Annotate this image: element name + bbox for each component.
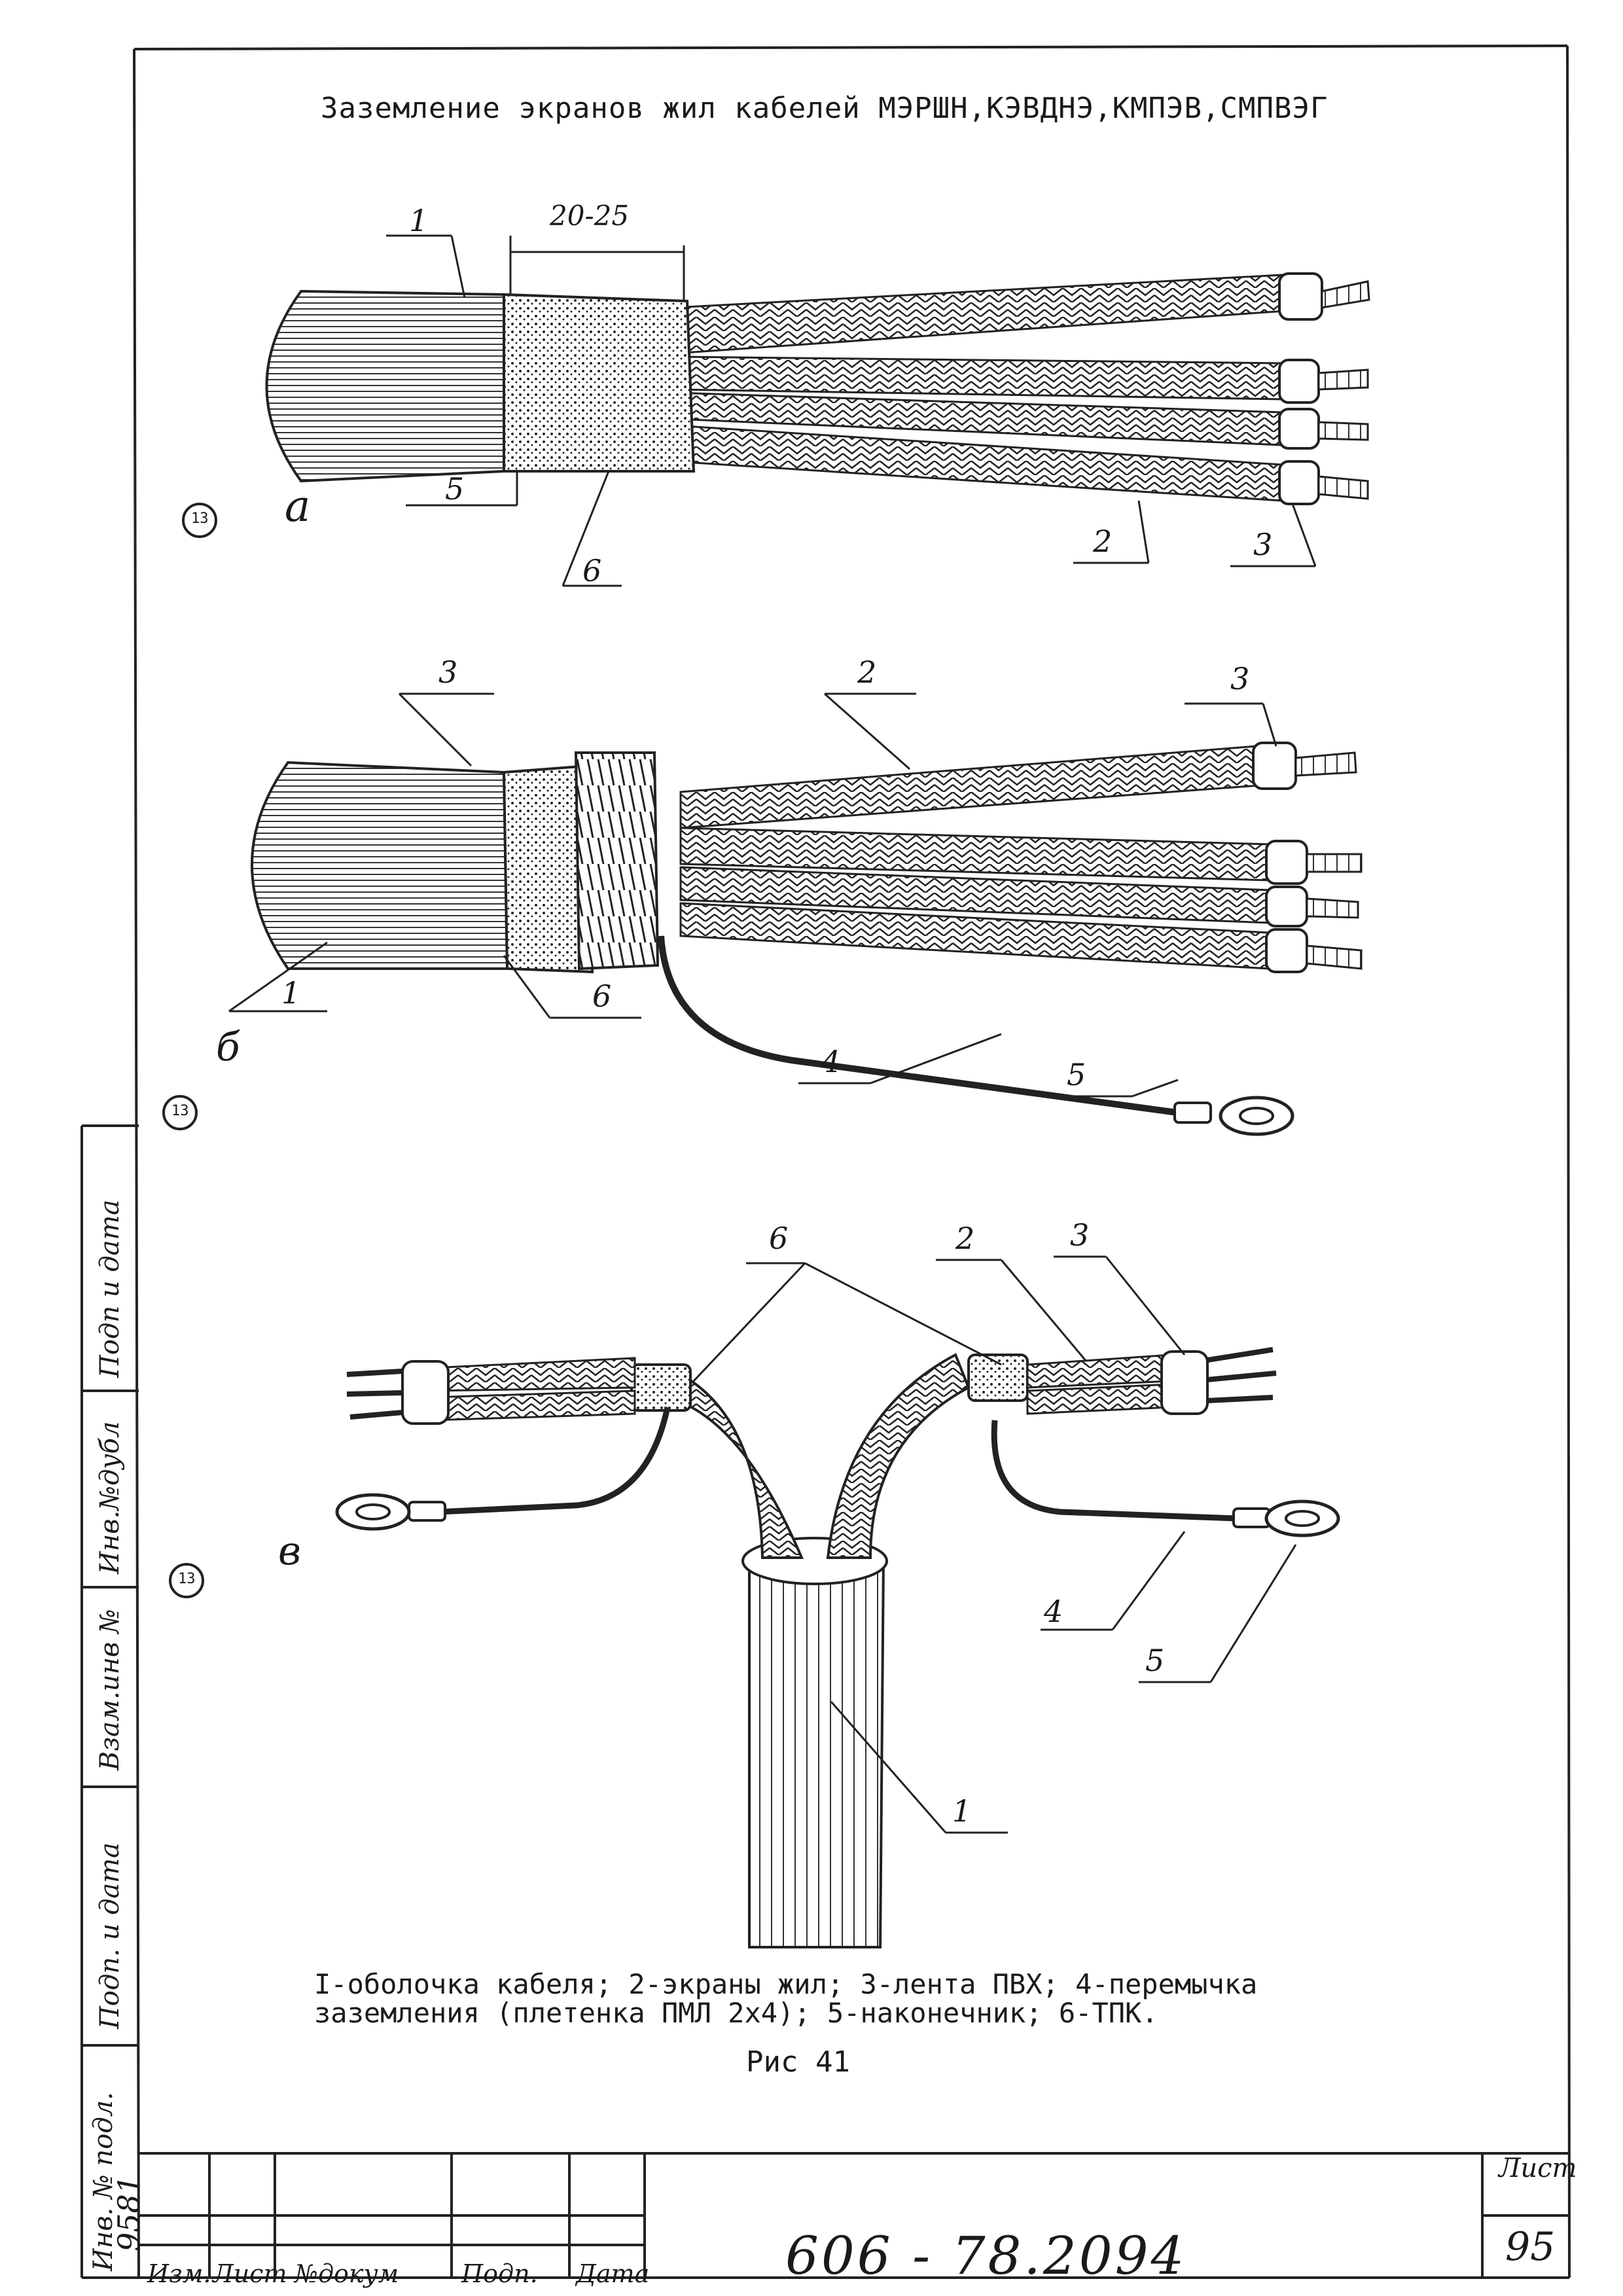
figure-b-callout-3-left: 3 <box>438 655 458 690</box>
side-inv-number: 9581 <box>111 2174 147 2251</box>
figure-a-tpk-sleeve <box>503 293 696 473</box>
figure-c-leaders <box>692 1255 1297 1834</box>
figure-a-strand-top <box>673 272 1370 355</box>
figure-b-drawing <box>162 692 1363 1136</box>
figure-b-callout-1: 1 <box>281 975 301 1011</box>
figure-c-right-branch <box>826 1353 971 1559</box>
figure-b-strand-top <box>679 742 1357 829</box>
figure-b-tpk-sleeve <box>502 764 594 974</box>
page-frame <box>133 45 1571 2279</box>
figure-a-drawing <box>182 234 1370 587</box>
figure-b-circle-mark <box>162 1095 198 1130</box>
figure-a-circle-mark-text: 13 <box>191 511 209 527</box>
figure-c-circle-mark <box>169 1563 204 1598</box>
figure-b-strand-1 <box>679 827 1363 885</box>
figure-b-letter: б <box>216 1024 240 1070</box>
figure-c-callout-2: 2 <box>955 1221 975 1256</box>
figure-c-callout-6: 6 <box>769 1221 789 1256</box>
figure-b-lug-barrel <box>1173 1102 1212 1124</box>
figure-b-callout-3-right: 3 <box>1230 661 1250 696</box>
figure-a-callout-1: 1 <box>409 203 429 238</box>
figure-label: Рис 41 <box>746 2045 850 2079</box>
legend-line-1: I-оболочка кабеля; 2-экраны жил; 3-лента… <box>314 1968 1258 2000</box>
figure-c-right-jumper <box>991 1420 1238 1522</box>
col-date: Дата <box>576 2259 650 2288</box>
figure-b-callout-2: 2 <box>857 655 877 690</box>
figure-c-callout-5: 5 <box>1145 1643 1165 1678</box>
title-block-grid <box>139 2152 1569 2278</box>
figure-c-letter: в <box>278 1528 301 1574</box>
figure-a-callout-3: 3 <box>1253 527 1273 562</box>
figure-b-strand-2 <box>679 866 1359 927</box>
figure-a-letter: а <box>285 481 311 531</box>
side-vzam-inv: Взам.инв № <box>95 1609 125 1770</box>
figure-c-left-tpk <box>630 1363 692 1412</box>
figure-b-callout-6: 6 <box>592 978 612 1014</box>
col-doc: №докум <box>294 2259 399 2288</box>
figure-c-drawing <box>169 1255 1340 1948</box>
page-title: Заземление экранов жил кабелей МЭРШН,КЭВ… <box>321 92 1329 125</box>
figure-a-strand-2 <box>673 391 1369 450</box>
legend-caption: I-оболочка кабеля; 2-экраны жил; 3-лента… <box>314 1970 1257 2028</box>
side-podp-data-1: Подп. и дата <box>95 1842 125 2029</box>
document-number: 606 - 78.2094 <box>785 2225 1187 2286</box>
col-izm: Изм. <box>147 2259 211 2288</box>
figure-a-callout-2: 2 <box>1093 524 1113 559</box>
figure-b-pvc-wrap <box>574 751 660 971</box>
figure-c-right-strands <box>1026 1347 1277 1415</box>
figure-b-leaders <box>228 692 1277 1098</box>
side-block-grid <box>80 1124 139 2279</box>
col-list: Лист <box>213 2259 287 2288</box>
figure-c-callout-1: 1 <box>952 1793 972 1829</box>
legend-line-2: заземления (плетенка ПМЛ 2х4); 5-наконеч… <box>314 1997 1158 2029</box>
figure-c-left-jumper <box>438 1407 671 1515</box>
figure-c-right-tpk <box>967 1354 1029 1402</box>
figure-b-jumper <box>658 935 1179 1116</box>
figure-b-strand-3 <box>679 902 1363 973</box>
figure-b-circle-mark-text: 13 <box>171 1103 189 1119</box>
figure-c-callout-4: 4 <box>1044 1594 1063 1629</box>
figure-a-dimension <box>509 236 685 301</box>
sheet-label: Лист <box>1499 2153 1577 2183</box>
figure-b-callout-4: 4 <box>821 1044 841 1079</box>
side-inv-dubl: Инв.№дубл <box>95 1421 125 1574</box>
figure-c-sheath <box>748 1556 885 1948</box>
figure-b-sheath <box>251 761 509 970</box>
figure-b-callout-5: 5 <box>1067 1057 1086 1092</box>
figure-c-left-strands <box>346 1357 636 1425</box>
figure-a-callout-6: 6 <box>582 553 602 588</box>
figure-c-circle-mark-text: 13 <box>178 1571 196 1587</box>
figure-a-callout-5: 5 <box>445 471 465 507</box>
figure-c-callout-3: 3 <box>1070 1217 1090 1253</box>
figure-a-circle-mark <box>182 503 217 538</box>
col-sign: Подп. <box>461 2259 538 2288</box>
figure-a-dimension: 20-25 <box>550 200 630 232</box>
figure-a-leaders <box>386 234 1317 587</box>
sheet-number: 95 <box>1505 2224 1556 2270</box>
side-podp-data-2: Подп и дата <box>95 1199 125 1378</box>
figure-a-sheath <box>265 289 505 483</box>
